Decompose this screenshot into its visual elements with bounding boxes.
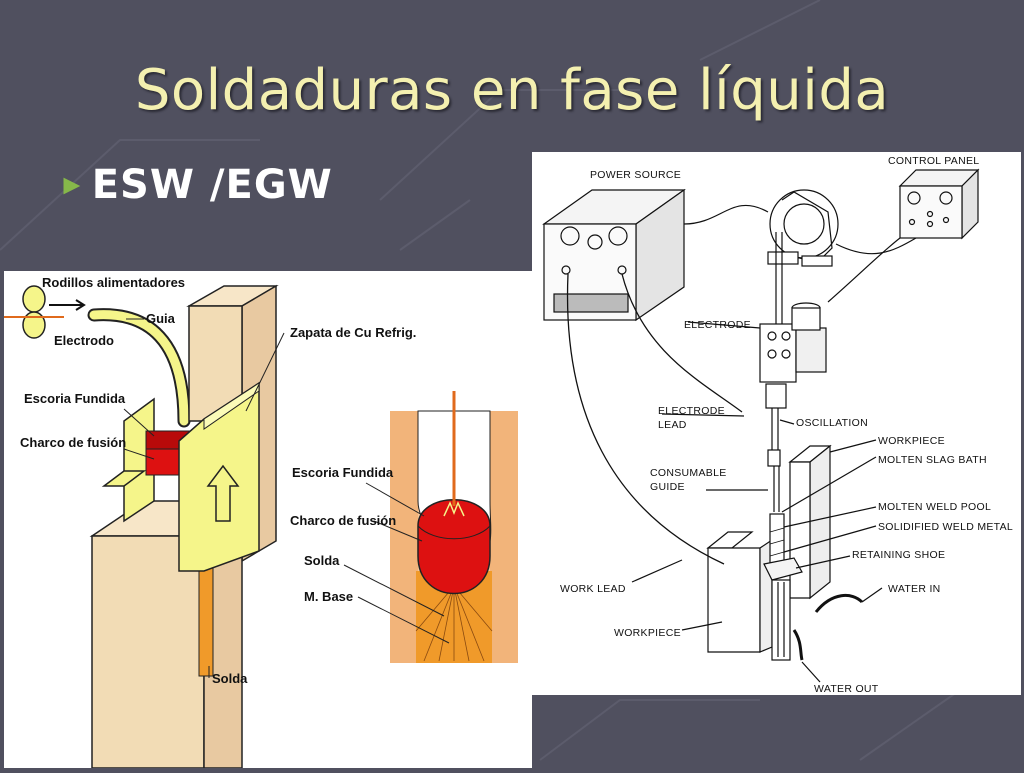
bullet-text: ESW /EGW bbox=[91, 162, 333, 208]
detail-label-base: M. Base bbox=[304, 589, 353, 604]
esw-diagram: Rodillos alimentadores Guia Electrodo Za… bbox=[4, 275, 518, 769]
control-panel-icon bbox=[898, 168, 980, 240]
label-electrodo: Electrodo bbox=[54, 333, 114, 348]
label-work-lead: WORK LEAD bbox=[560, 583, 626, 595]
wire-feeder-icon bbox=[759, 302, 827, 383]
label-workpiece-top: WORKPIECE bbox=[878, 435, 945, 447]
label-oscillation: OSCILLATION bbox=[796, 417, 868, 429]
label-charco: Charco de fusión bbox=[20, 435, 126, 450]
slide-title: Soldaduras en fase líquida bbox=[134, 58, 890, 123]
label-molten-slag: MOLTEN SLAG BATH bbox=[878, 454, 987, 466]
label-water-in: WATER IN bbox=[888, 583, 941, 595]
label-rodillos: Rodillos alimentadores bbox=[42, 275, 185, 290]
bullet-arrow-icon: ► bbox=[58, 169, 86, 200]
label-electrode: ELECTRODE bbox=[684, 319, 751, 331]
label-control-panel: CONTROL PANEL bbox=[888, 155, 979, 167]
wire-reel-icon bbox=[767, 189, 839, 267]
label-guia: Guia bbox=[146, 311, 176, 326]
label-workpiece-bottom: WORKPIECE bbox=[614, 627, 681, 639]
label-electrode-lead-2: LEAD bbox=[658, 419, 687, 431]
power-source-icon bbox=[542, 188, 686, 322]
feed-rollers-icon bbox=[4, 285, 86, 339]
label-consumable-1: CONSUMABLE bbox=[650, 467, 727, 479]
label-solidified: SOLIDIFIED WELD METAL bbox=[878, 521, 1013, 533]
label-escoria: Escoria Fundida bbox=[24, 391, 126, 406]
bullet-item: ► ESW /EGW bbox=[58, 162, 333, 208]
detail-label-charco: Charco de fusión bbox=[290, 513, 396, 528]
detail-label-escoria: Escoria Fundida bbox=[292, 465, 394, 480]
label-molten-weld: MOLTEN WELD POOL bbox=[878, 501, 991, 513]
label-electrode-lead-1: ELECTRODE bbox=[658, 405, 725, 417]
weld-cross-section bbox=[390, 391, 518, 663]
label-water-out: WATER OUT bbox=[814, 683, 879, 695]
egw-diagram: POWER SOURCE CONTROL PANEL ELECTRODE ELE… bbox=[542, 155, 1013, 695]
label-retaining: RETAINING SHOE bbox=[852, 549, 945, 561]
label-consumable-2: GUIDE bbox=[650, 481, 685, 493]
detail-label-solda: Solda bbox=[304, 553, 340, 568]
esw-diagram-panel: Rodillos alimentadores Guia Electrodo Za… bbox=[4, 271, 532, 769]
egw-diagram-panel: POWER SOURCE CONTROL PANEL ELECTRODE ELE… bbox=[532, 152, 1021, 695]
label-solda: Solda bbox=[212, 671, 248, 686]
label-power-source: POWER SOURCE bbox=[590, 169, 681, 181]
label-zapata: Zapata de Cu Refrig. bbox=[290, 325, 416, 340]
